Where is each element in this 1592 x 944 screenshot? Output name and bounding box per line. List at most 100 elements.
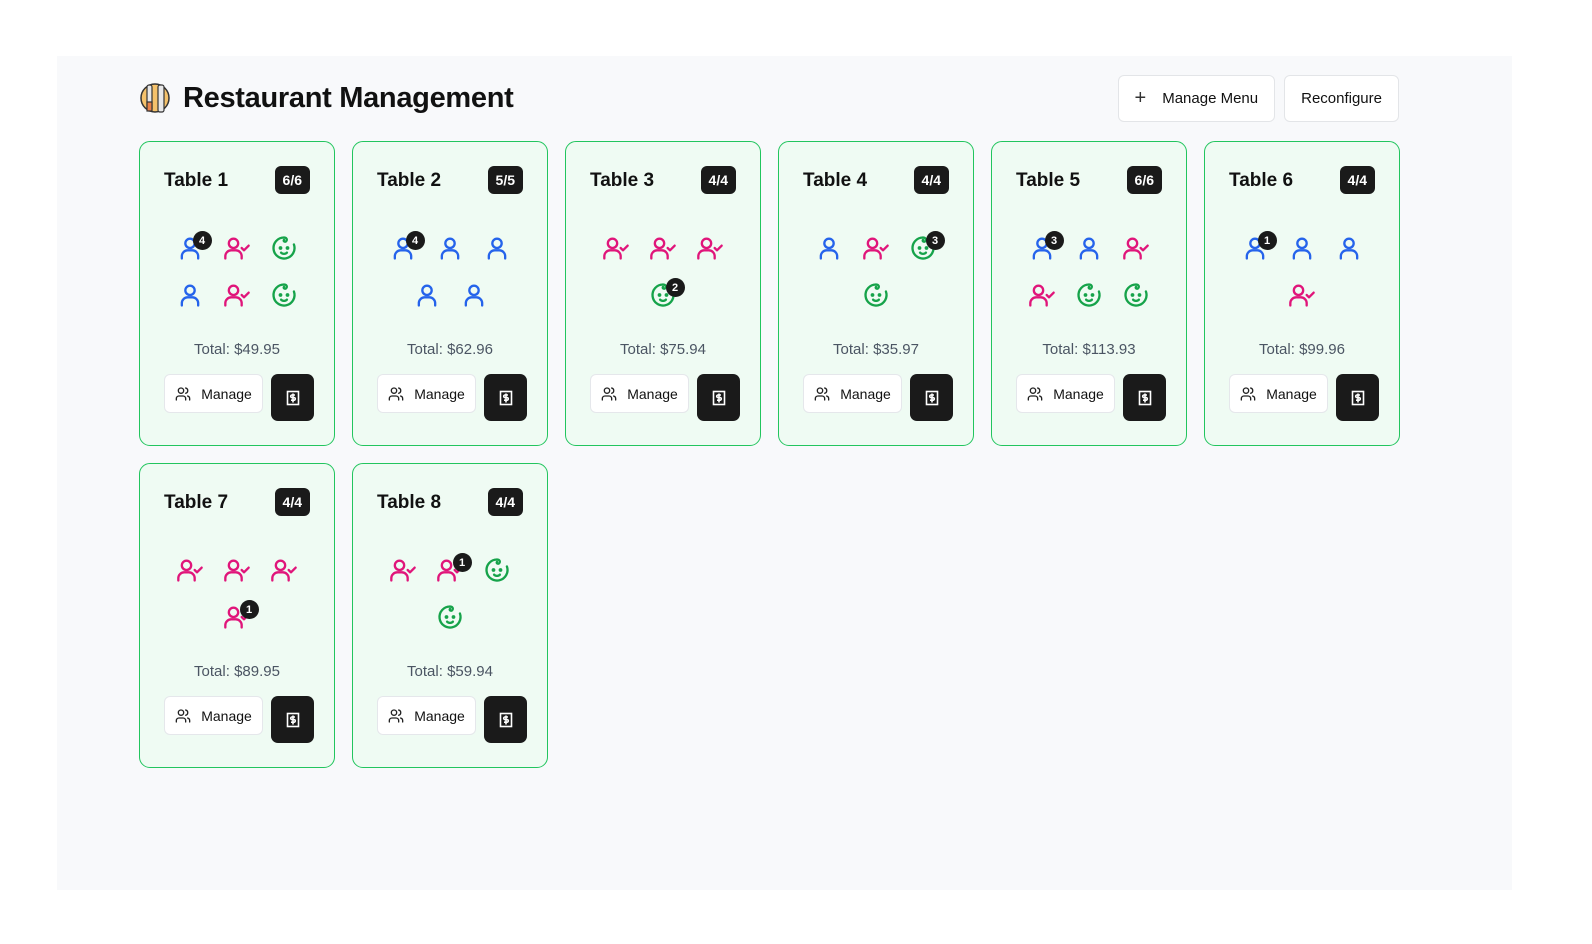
- seat-ordered[interactable]: [214, 234, 261, 266]
- manage-label: Manage: [627, 385, 678, 402]
- seat-adult[interactable]: [427, 234, 474, 266]
- total-amount: $75.94: [660, 341, 706, 358]
- receipt-dollar-icon: [499, 712, 512, 727]
- seat-order-count-badge: 4: [405, 231, 425, 250]
- manage-table-button[interactable]: Manage: [803, 374, 902, 413]
- baby-icon: [909, 234, 937, 267]
- seat-adult[interactable]: [806, 234, 853, 266]
- capacity-badge: 5/5: [487, 166, 523, 194]
- manage-table-button[interactable]: Manage: [1229, 374, 1328, 413]
- bill-button[interactable]: [484, 374, 527, 421]
- seat-ordered[interactable]: [1279, 281, 1326, 313]
- manage-table-button[interactable]: Manage: [377, 696, 476, 735]
- bill-button[interactable]: [910, 374, 953, 421]
- bill-button[interactable]: [271, 374, 314, 421]
- seat-adult[interactable]: 3: [1019, 231, 1066, 266]
- bill-button[interactable]: [1123, 374, 1166, 421]
- table-total: Total: $35.97: [779, 341, 973, 358]
- table-card: Table 4 4/4 3 Total: $35.97 Manage: [778, 141, 974, 446]
- user-check-icon: [696, 234, 724, 267]
- seat-ordered[interactable]: [1019, 281, 1066, 313]
- seat-child[interactable]: 2: [640, 278, 687, 313]
- baby-icon: [270, 281, 298, 314]
- total-prefix: Total:: [194, 663, 235, 680]
- seat-adult[interactable]: [450, 281, 497, 313]
- baby-icon: [436, 603, 464, 636]
- seat-child[interactable]: [261, 234, 308, 266]
- manage-menu-button[interactable]: +Manage Menu: [1117, 74, 1276, 122]
- seat-order-count-badge: 4: [192, 231, 212, 250]
- seat-ordered[interactable]: [261, 556, 308, 588]
- seat-adult[interactable]: [474, 234, 521, 266]
- table-name: Table 1: [164, 170, 229, 191]
- seat-child[interactable]: [474, 556, 521, 588]
- table-card: Table 7 4/4 1 Total: $89.95 Manage: [139, 463, 335, 768]
- seat-ordered[interactable]: [640, 234, 687, 266]
- bill-button[interactable]: [1336, 374, 1379, 421]
- user-icon: [413, 281, 441, 314]
- seat-adult[interactable]: 4: [167, 231, 214, 266]
- seat-child[interactable]: [427, 603, 474, 635]
- seat-adult[interactable]: 4: [380, 231, 427, 266]
- total-prefix: Total:: [620, 341, 661, 358]
- seats: 4: [160, 231, 314, 313]
- seat-adult[interactable]: [1279, 234, 1326, 266]
- bill-button[interactable]: [484, 696, 527, 743]
- seat-ordered[interactable]: [853, 234, 900, 266]
- seat-adult[interactable]: [403, 281, 450, 313]
- total-amount: $89.95: [234, 663, 280, 680]
- table-name: Table 3: [590, 170, 655, 191]
- seat-ordered[interactable]: 1: [214, 600, 261, 635]
- manage-label: Manage: [1053, 385, 1104, 402]
- user-icon: [436, 234, 464, 267]
- users-icon: [1240, 386, 1256, 401]
- user-check-icon: [862, 234, 890, 267]
- seat-ordered[interactable]: [167, 556, 214, 588]
- manage-table-button[interactable]: Manage: [1016, 374, 1115, 413]
- seat-adult[interactable]: [1066, 234, 1113, 266]
- manage-label: Manage: [840, 385, 891, 402]
- seat-ordered[interactable]: [593, 234, 640, 266]
- reconfigure-button[interactable]: Reconfigure: [1284, 74, 1399, 122]
- seat-adult[interactable]: [1326, 234, 1373, 266]
- seat-child[interactable]: [1066, 281, 1113, 313]
- seat-ordered[interactable]: [214, 556, 261, 588]
- manage-label: Manage: [1266, 385, 1317, 402]
- seat-order-count-badge: 1: [1257, 231, 1277, 250]
- total-prefix: Total:: [194, 341, 235, 358]
- seat-adult[interactable]: 1: [1232, 231, 1279, 266]
- user-icon: [483, 234, 511, 267]
- seat-ordered[interactable]: [687, 234, 734, 266]
- seat-child[interactable]: [1113, 281, 1160, 313]
- plus-icon: +: [1134, 86, 1147, 109]
- users-icon: [175, 386, 191, 401]
- baby-icon: [270, 234, 298, 267]
- seats: 2: [586, 234, 740, 313]
- seat-adult[interactable]: [167, 281, 214, 313]
- manage-table-button[interactable]: Manage: [377, 374, 476, 413]
- users-icon: [175, 708, 191, 723]
- seat-child[interactable]: [853, 281, 900, 313]
- table-card: Table 1 6/6 4 Total: $49.95 Manage: [139, 141, 335, 446]
- table-name: Table 5: [1016, 170, 1081, 191]
- seat-child[interactable]: 3: [900, 231, 947, 267]
- total-prefix: Total:: [833, 341, 874, 358]
- receipt-dollar-icon: [1351, 390, 1364, 405]
- table-total: Total: $59.94: [353, 663, 547, 680]
- table-total: Total: $75.94: [566, 341, 760, 358]
- manage-label: Manage: [414, 385, 465, 402]
- seat-child[interactable]: [261, 281, 308, 313]
- manage-table-button[interactable]: Manage: [590, 374, 689, 413]
- manage-table-button[interactable]: Manage: [164, 696, 263, 735]
- seat-ordered[interactable]: [1113, 234, 1160, 266]
- bill-button[interactable]: [697, 374, 740, 421]
- seat-ordered[interactable]: [380, 556, 427, 588]
- receipt-dollar-icon: [925, 390, 938, 405]
- table-card: Table 6 4/4 1 Total: $99.96 Manage: [1204, 141, 1400, 446]
- bill-button[interactable]: [271, 696, 314, 743]
- user-check-icon: [176, 556, 204, 589]
- seat-ordered[interactable]: 1: [427, 553, 474, 588]
- user-check-icon: [223, 281, 251, 314]
- seat-ordered[interactable]: [214, 281, 261, 313]
- manage-table-button[interactable]: Manage: [164, 374, 263, 413]
